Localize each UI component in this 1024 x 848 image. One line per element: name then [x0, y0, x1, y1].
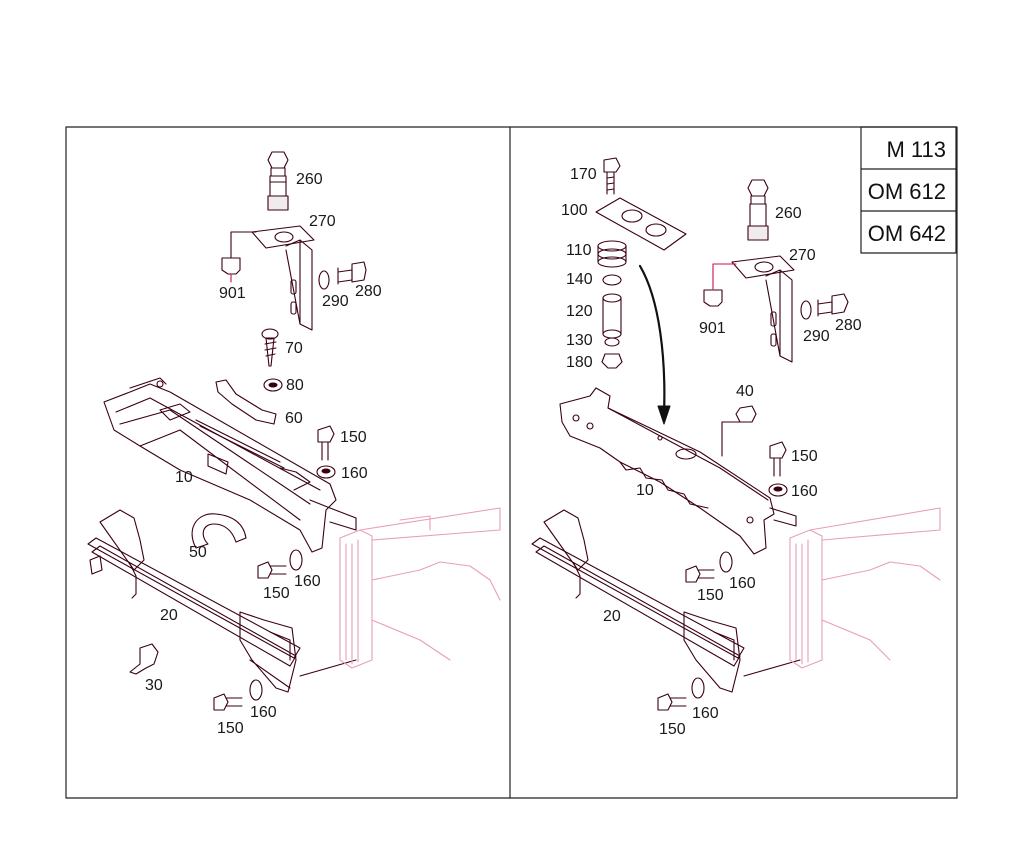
variant-table — [860, 126, 957, 254]
bolt-150cr-icon — [657, 693, 687, 711]
label-270: 270 — [309, 213, 336, 230]
bolt-150c-icon — [213, 693, 243, 711]
crossmember-20-icon — [87, 509, 357, 693]
label-150c: 150 — [217, 720, 244, 737]
clip-901-icon — [221, 231, 257, 283]
bracket-270r-icon — [731, 255, 795, 363]
label-60: 60 — [285, 410, 303, 427]
nut-180-icon — [601, 353, 623, 369]
label-160ar: 160 — [791, 483, 818, 500]
label-160b: 160 — [294, 573, 321, 590]
label-150br: 150 — [697, 587, 724, 604]
bolt-150b-icon — [257, 561, 287, 579]
clip-30-icon — [129, 643, 159, 675]
label-20r: 20 — [603, 608, 621, 625]
label-140: 140 — [566, 271, 593, 288]
strap-60-icon — [215, 379, 277, 425]
crossmember-20r-icon — [531, 509, 801, 693]
label-280r: 280 — [835, 317, 862, 334]
label-260: 260 — [296, 171, 323, 188]
bolt-150br-icon — [685, 565, 715, 583]
washer-140-icon — [602, 274, 622, 286]
diagram-frame — [65, 126, 958, 799]
crossmember-10r-icon — [559, 387, 797, 555]
sleeve-120-icon — [602, 293, 622, 339]
label-150a: 150 — [340, 429, 367, 446]
bracket-270-icon — [251, 225, 315, 331]
label-70: 70 — [285, 340, 303, 357]
label-150ar: 150 — [791, 448, 818, 465]
label-160a: 160 — [341, 465, 368, 482]
label-30: 30 — [145, 677, 163, 694]
washer-160c-icon — [249, 679, 263, 701]
radiator-left-icon — [339, 507, 501, 669]
label-120: 120 — [566, 303, 593, 320]
label-100: 100 — [561, 202, 588, 219]
label-290: 290 — [322, 293, 349, 310]
label-280: 280 — [355, 283, 382, 300]
nut-40-icon — [735, 405, 757, 423]
label-901: 901 — [219, 285, 246, 302]
clip-901r-icon — [703, 263, 737, 307]
stud-260r-icon — [747, 179, 769, 241]
label-270r: 270 — [789, 247, 816, 264]
label-40: 40 — [736, 383, 754, 400]
washer-160ar-icon — [768, 483, 788, 497]
variant-om612: OM 612 — [867, 178, 946, 204]
variant-m113: M 113 — [886, 136, 946, 162]
washer-290r-icon — [800, 300, 812, 320]
label-160c: 160 — [250, 704, 277, 721]
mount-110-icon — [597, 240, 627, 268]
label-901r: 901 — [699, 320, 726, 337]
washer-160b-icon — [289, 549, 303, 571]
washer-130-icon — [604, 337, 620, 347]
variant-om642: OM 642 — [867, 220, 946, 246]
bolt-170-icon — [603, 157, 621, 195]
label-80: 80 — [286, 377, 304, 394]
bolt-280-icon — [337, 261, 367, 285]
hose-50-icon — [191, 513, 247, 549]
label-290r: 290 — [803, 328, 830, 345]
label-50: 50 — [189, 544, 207, 561]
washer-290-icon — [318, 270, 330, 290]
nut-80-icon — [263, 378, 283, 392]
washer-160cr-icon — [691, 677, 705, 699]
label-160cr: 160 — [692, 705, 719, 722]
washer-160br-icon — [719, 551, 733, 573]
label-150cr: 150 — [659, 721, 686, 738]
stud-260-icon — [267, 151, 289, 211]
label-130: 130 — [566, 332, 593, 349]
label-10: 10 — [175, 469, 193, 486]
label-110: 110 — [566, 242, 592, 259]
right-panel-drawing — [531, 157, 849, 711]
bolt-150ar-icon — [769, 441, 787, 477]
crossmember-10-icon — [103, 377, 357, 553]
bolt-280r-icon — [817, 293, 849, 317]
label-180: 180 — [566, 354, 593, 371]
label-10r: 10 — [636, 482, 654, 499]
label-160br: 160 — [729, 575, 756, 592]
label-20: 20 — [160, 607, 178, 624]
bolt-150a-icon — [317, 425, 335, 461]
washer-160a-icon — [316, 465, 336, 479]
screw-70-icon — [261, 328, 279, 367]
label-170: 170 — [570, 166, 597, 183]
label-150b: 150 — [263, 585, 290, 602]
label-260r: 260 — [775, 205, 802, 222]
radiator-right-icon — [789, 507, 941, 669]
plate-100-icon — [595, 197, 687, 251]
left-panel-drawing — [87, 151, 367, 711]
assembly-arrow-icon — [638, 264, 666, 416]
